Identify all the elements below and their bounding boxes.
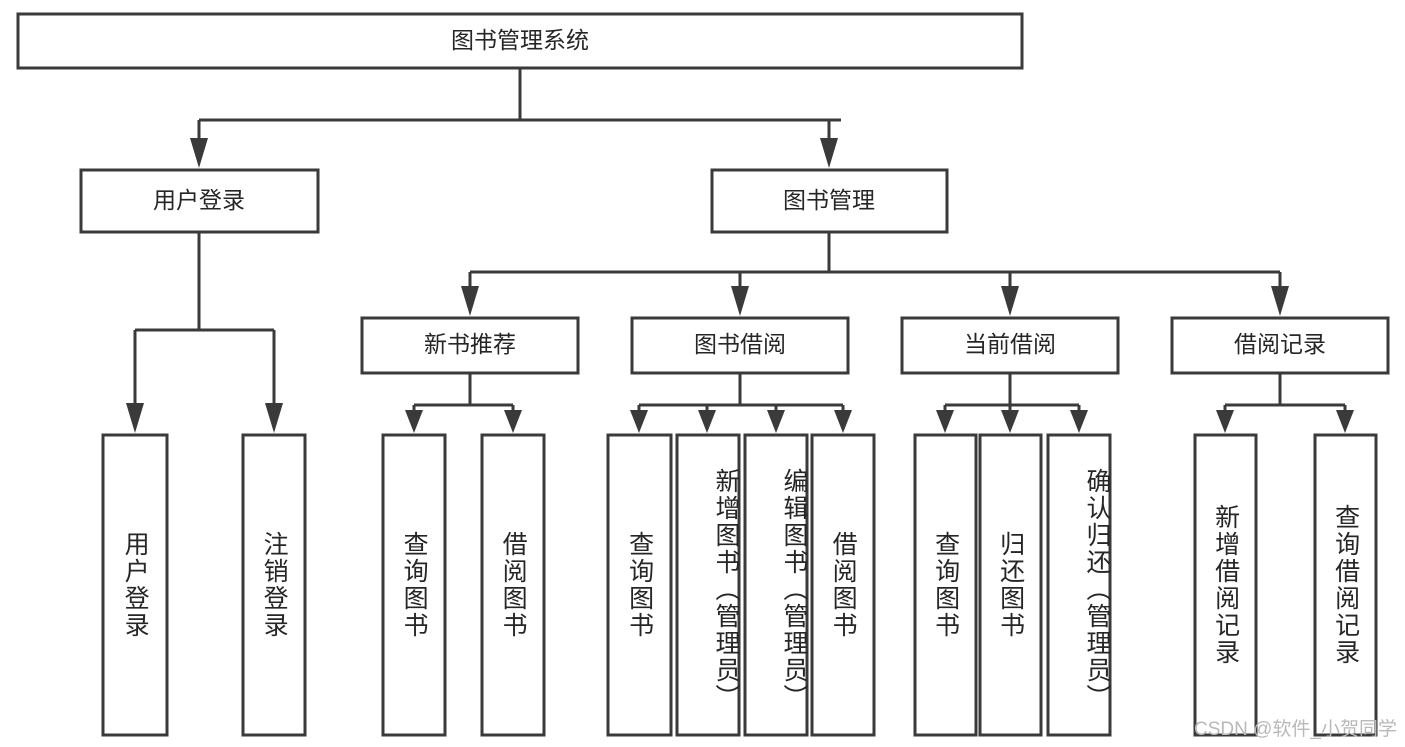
arrow-to-book-manage bbox=[820, 138, 838, 168]
node-book-borrow-label: 图书借阅 bbox=[694, 331, 786, 357]
arrow-to-borrow-record bbox=[1271, 286, 1289, 316]
leaf-box-newbook-1[interactable] bbox=[381, 433, 447, 737]
node-new-book-recommend-label: 新书推荐 bbox=[424, 331, 516, 357]
node-book-borrow[interactable]: 图书借阅 bbox=[630, 316, 850, 375]
leaf-box-newbook-2[interactable] bbox=[480, 433, 546, 737]
node-root-system[interactable]: 图书管理系统 bbox=[16, 12, 1024, 70]
connector-newbook-to-leaves bbox=[405, 373, 522, 433]
node-borrow-record-label: 借阅记录 bbox=[1234, 331, 1326, 357]
leaf-box-currentborrow-1[interactable] bbox=[913, 433, 978, 737]
connector-root-to-level2 bbox=[190, 68, 841, 168]
leaf-box-bookborrow-1[interactable] bbox=[606, 433, 673, 737]
node-user-login[interactable]: 用户登录 bbox=[79, 168, 320, 234]
connector-bookmanage-to-level3 bbox=[461, 232, 1289, 316]
leaf-box-bookborrow-3[interactable] bbox=[743, 433, 809, 737]
leaf-box-user-login-2[interactable] bbox=[241, 433, 307, 737]
connector-bookborrow-to-leaves bbox=[630, 373, 852, 433]
node-book-manage-label: 图书管理 bbox=[783, 187, 875, 213]
leaf-box-borrowrecord-1[interactable] bbox=[1193, 433, 1258, 737]
arrow-to-new-book bbox=[461, 286, 479, 316]
arrow-to-book-borrow bbox=[731, 286, 749, 316]
connector-borrowrecord-to-leaves bbox=[1216, 373, 1354, 433]
csdn-watermark: CSDN @软件_小贺同学 bbox=[1194, 719, 1397, 740]
node-borrow-record[interactable]: 借阅记录 bbox=[1170, 316, 1390, 375]
node-current-borrow-label: 当前借阅 bbox=[964, 331, 1056, 357]
node-new-book-recommend[interactable]: 新书推荐 bbox=[360, 316, 580, 375]
node-user-login-label: 用户登录 bbox=[153, 187, 245, 213]
arrow-to-current-borrow bbox=[1001, 286, 1019, 316]
leaf-box-currentborrow-3[interactable] bbox=[1046, 433, 1112, 737]
arrow-to-user-login bbox=[190, 138, 208, 168]
connector-currentborrow-to-leaves bbox=[936, 373, 1088, 433]
leaf-box-bookborrow-2[interactable] bbox=[675, 433, 741, 737]
leaf-box-user-login-1[interactable] bbox=[101, 433, 169, 737]
leaf-box-currentborrow-2[interactable] bbox=[978, 433, 1043, 737]
node-current-borrow[interactable]: 当前借阅 bbox=[900, 316, 1120, 375]
leaf-box-bookborrow-4[interactable] bbox=[810, 433, 876, 737]
leaf-box-borrowrecord-2[interactable] bbox=[1313, 433, 1378, 737]
node-book-manage[interactable]: 图书管理 bbox=[710, 168, 949, 234]
node-root-label: 图书管理系统 bbox=[451, 27, 589, 53]
connector-userlogin-to-leaves bbox=[126, 232, 283, 433]
